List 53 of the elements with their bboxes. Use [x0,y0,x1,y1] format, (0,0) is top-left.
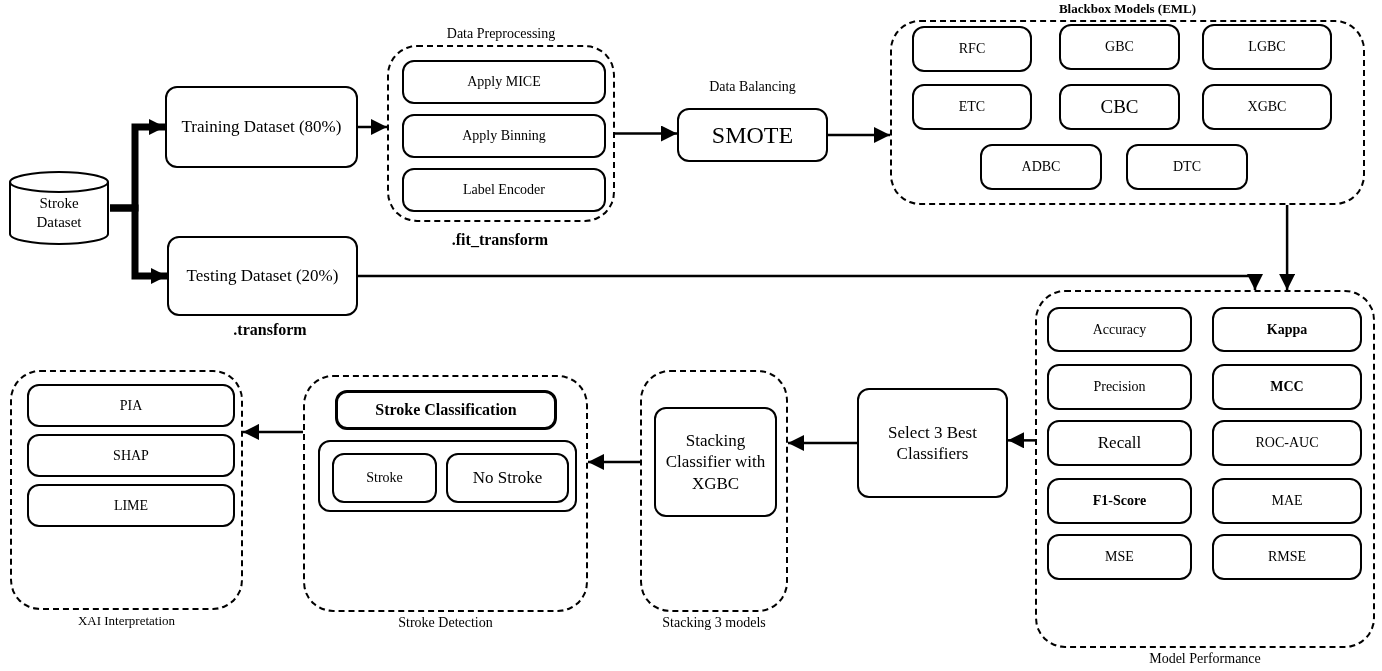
node-label: Stroke Dataset [35,194,83,232]
node-label: CBC [1099,95,1140,119]
database-cylinder [8,170,110,246]
container-box [318,440,577,512]
node-label: PIA [118,396,144,415]
group-title: Blackbox Models (EML) [1057,0,1198,18]
arrow [243,423,303,440]
node-label: MSE [1104,548,1135,566]
node-label: Select 3 Best Classifiers [887,421,978,465]
node-label: Apply MICE [466,73,542,91]
node-label: XGBC [1246,98,1288,116]
node-label: MCC [1269,378,1305,396]
arrow [358,274,1263,290]
group-title: XAI Interpretation [76,612,177,630]
arrow [615,125,677,142]
node-label: LIME [112,496,150,515]
node-label: Precision [1092,378,1147,396]
group-title: Stroke Detection [397,614,494,632]
node-label: Recall [1096,432,1143,454]
node-label: Training Dataset (80%) [180,116,343,138]
node-label: RFC [957,40,987,58]
arrow [788,435,857,451]
group-title: Stacking 3 models [661,614,767,632]
node-label: GBC [1104,38,1135,56]
node-label: Accuracy [1091,320,1148,339]
node-label: Apply Binning [461,127,547,145]
arrow [1279,205,1296,290]
node-label: Testing Dataset (20%) [185,265,340,287]
node-label: LGBC [1247,38,1287,56]
node-label: Label Encoder [462,181,546,199]
arrow [1008,432,1035,449]
node-label: MAE [1270,492,1304,510]
node-label: DTC [1172,158,1202,176]
node-label: No Stroke [471,467,544,489]
node-label: RMSE [1266,548,1308,566]
node-label: Kappa [1265,320,1309,339]
group-title: Model Performance [1148,650,1262,668]
node-label: SMOTE [710,121,795,150]
node-caption: Data Balancing [708,78,797,96]
node-label: Stacking Classifier with XGBC [664,430,767,494]
arrow [828,127,890,143]
arrow [588,453,640,470]
node-label: Stroke [365,469,404,487]
node-label: F1-Score [1091,492,1148,510]
node-caption: .fit_transform [450,230,550,250]
group-title: Data Preprocessing [445,25,557,43]
arrow [358,119,387,135]
node-caption: .transform [232,320,308,340]
node-label: Stroke Classification [374,400,518,420]
node-label: SHAP [112,446,150,465]
node-label: ETC [957,98,987,116]
node-label: ROC-AUC [1254,434,1320,452]
node-label: ADBC [1020,158,1062,176]
